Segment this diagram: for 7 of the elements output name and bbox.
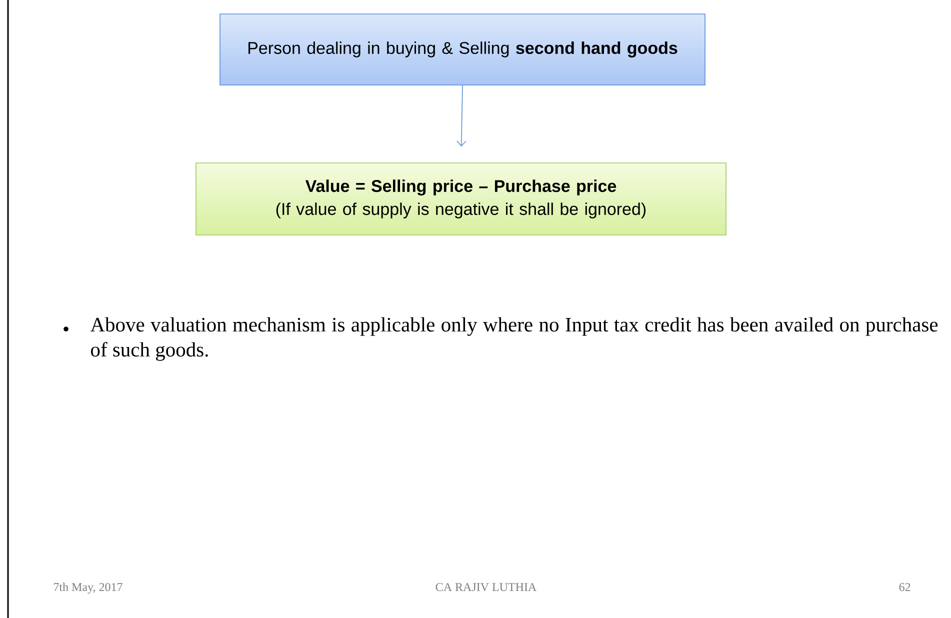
footer-author: CA RAJIV LUTHIA xyxy=(436,583,537,592)
page-number: 62 xyxy=(899,583,910,592)
footer-date: 7th May, 2017 xyxy=(54,582,122,594)
process-box: Person dealing in buying & Selling second hand goods xyxy=(220,14,706,86)
arrow xyxy=(456,85,466,147)
bullet-text: Above valuation mechanism is applicable only where no Input tax credit has been availed on purchase of such goods. xyxy=(90,317,938,361)
formula-box: Value = Selling price – Purchase price (If value of supply is negative it shall be ignored) xyxy=(196,162,726,236)
